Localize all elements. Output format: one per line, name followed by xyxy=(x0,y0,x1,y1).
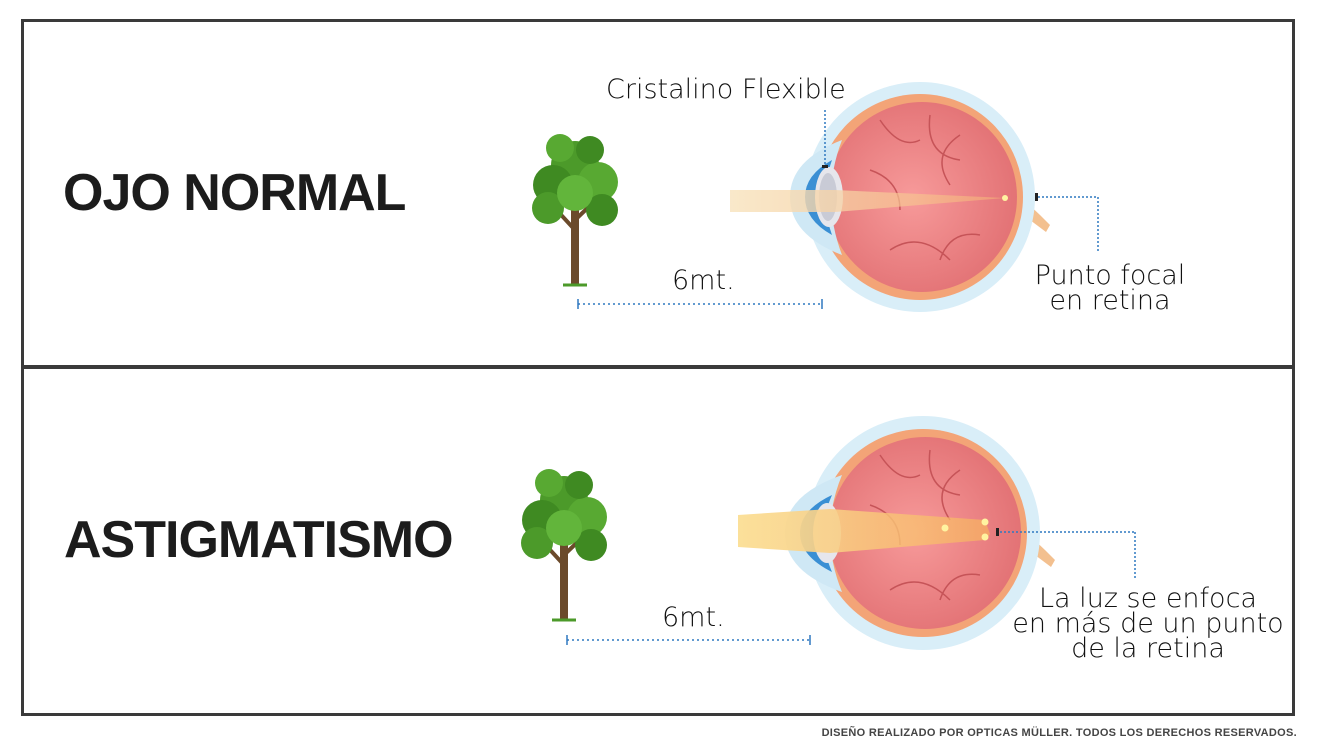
eye-illustration xyxy=(738,416,1055,650)
focal-label-line: Punto focal xyxy=(1034,260,1186,291)
focal-pointer xyxy=(996,528,1136,580)
panel-astigmatism xyxy=(21,366,1295,716)
tree-illustration xyxy=(521,469,607,622)
focal-label-line: en retina xyxy=(1049,285,1171,316)
focal-pointer xyxy=(1035,193,1099,252)
title-astigmatism: ASTIGMATISMO xyxy=(64,511,454,569)
focal-label-line: La luz se enfoca xyxy=(1039,583,1257,614)
footer-credit: DISEÑO REALIZADO POR OPTICAS MÜLLER. TOD… xyxy=(821,727,1297,739)
focal-label-line: en más de un punto xyxy=(1012,608,1284,639)
tree-illustration xyxy=(532,134,618,287)
lens-label: Cristalino Flexible xyxy=(606,74,846,105)
focal-label: Punto focal en retina xyxy=(1030,260,1190,316)
distance-line xyxy=(566,635,811,645)
focal-label: La luz se enfoca en más de un punto de l… xyxy=(1008,583,1288,664)
eye-illustration xyxy=(730,82,1050,312)
lens-pointer xyxy=(822,110,828,168)
distance-label: 6mt. xyxy=(672,265,735,296)
distance-label: 6mt. xyxy=(662,602,725,633)
title-normal-eye: OJO NORMAL xyxy=(63,164,406,222)
focal-label-line: de la retina xyxy=(1071,633,1225,664)
distance-line xyxy=(577,299,823,309)
panel-normal-eye xyxy=(21,19,1295,368)
